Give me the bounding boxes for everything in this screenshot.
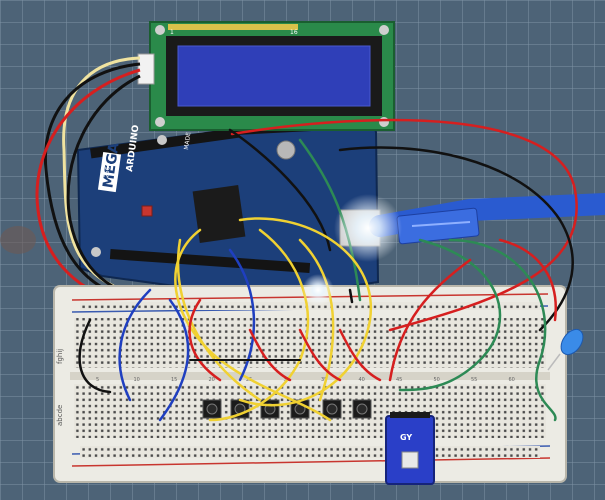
sensor-module: GY: [385, 412, 435, 485]
sensor-pin-header: [390, 412, 430, 418]
board-model-number: 2560: [103, 162, 112, 178]
column-number: 55: [471, 377, 477, 383]
reset-button: [141, 205, 153, 217]
blue-led: [547, 328, 584, 371]
lcd-pin-mark-16: 16: [290, 29, 298, 36]
lcd-screen: [177, 45, 371, 107]
white-led-glow: [334, 194, 402, 262]
lcd-mount-hole: [379, 25, 389, 35]
column-number: 50: [434, 377, 440, 383]
sensor-label: GY: [400, 433, 412, 442]
mounting-hole: [91, 247, 101, 257]
column-number: 35: [321, 377, 327, 383]
lcd-pin-mark-1: 1: [170, 29, 174, 36]
push-button: [202, 399, 222, 419]
lcd-mount-hole: [155, 117, 165, 127]
push-button: [352, 399, 372, 419]
column-number: 5: [96, 377, 99, 383]
rail-holes-bottom: [80, 446, 540, 458]
lcd-pin-header: [168, 24, 298, 30]
lcd-connector: [137, 53, 155, 85]
usb-cable: [369, 193, 605, 245]
column-number: 60: [509, 377, 515, 383]
hole-grid-bottom: [74, 384, 546, 438]
column-number: 10: [134, 377, 140, 383]
rail-holes-top: [80, 302, 540, 310]
lcd-module: 1 16: [137, 21, 395, 131]
white-led-glow: [302, 274, 334, 306]
mounting-hole: [157, 135, 167, 145]
row-letters-top: fghij: [56, 349, 64, 364]
sensor-chip: [401, 451, 419, 469]
column-number: 15: [171, 377, 177, 383]
power-rail-line-red: [71, 457, 551, 467]
lcd-mount-hole: [379, 117, 389, 127]
hole-grid-top: [74, 318, 546, 368]
header-strip-bottom: [109, 249, 311, 273]
column-number: 45: [396, 377, 402, 383]
row-letters-bottom: abcde: [56, 405, 64, 426]
capacitor: [276, 140, 296, 160]
jumper-wires: [78, 118, 578, 422]
column-number: 40: [359, 377, 365, 383]
lcd-mount-hole: [155, 25, 165, 35]
mat-stain: [0, 226, 36, 254]
column-number: 20: [209, 377, 215, 383]
push-button: [322, 399, 342, 419]
center-channel: [70, 372, 550, 380]
board-model: MEGA: [100, 141, 122, 189]
microcontroller-chip: [192, 185, 246, 243]
